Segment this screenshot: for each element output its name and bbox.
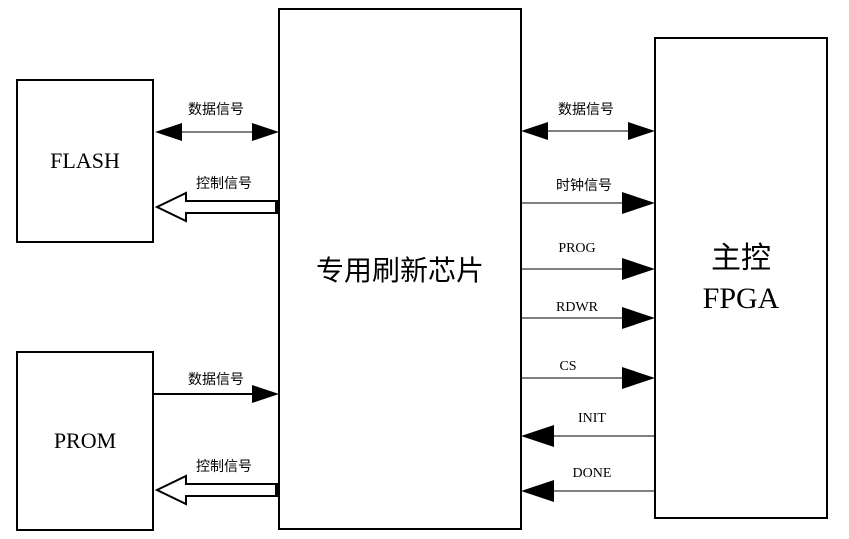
rdwr-signal-label: RDWR — [556, 300, 599, 315]
fpga-data-label: 数据信号 — [558, 102, 614, 118]
flash-data-label: 数据信号 — [188, 102, 244, 118]
prom-label: PROM — [54, 428, 116, 453]
main-fpga-block: 主控 FPGA — [654, 37, 828, 519]
rdwr-signal-arrow: RDWR — [521, 300, 655, 329]
fpga-data-arrow: 数据信号 — [521, 102, 655, 140]
prom-control-arrow: 控制信号 — [154, 459, 279, 506]
done-signal-arrow: DONE — [521, 466, 655, 502]
prom-control-label: 控制信号 — [196, 459, 252, 475]
clock-signal-label: 时钟信号 — [556, 177, 612, 194]
prom-block: PROM — [16, 351, 154, 531]
cs-signal-arrow: CS — [521, 359, 655, 389]
flash-label: FLASH — [50, 148, 120, 173]
clock-signal-arrow: 时钟信号 — [521, 177, 655, 214]
flash-data-arrow: 数据信号 — [155, 102, 279, 141]
main-fpga-label-line2: FPGA — [703, 282, 780, 315]
refresh-chip-label: 专用刷新芯片 — [316, 254, 484, 287]
cs-signal-label: CS — [559, 359, 576, 374]
prom-data-label: 数据信号 — [188, 372, 244, 388]
main-fpga-label-line1: 主控 — [711, 241, 771, 276]
flash-block: FLASH — [16, 79, 154, 243]
flash-control-arrow: 控制信号 — [154, 176, 279, 223]
init-signal-arrow: INIT — [521, 411, 655, 447]
init-signal-label: INIT — [578, 411, 606, 426]
prog-signal-arrow: PROG — [521, 241, 655, 280]
flash-control-label: 控制信号 — [196, 176, 252, 192]
prom-data-arrow: 数据信号 — [153, 372, 279, 403]
refresh-chip-block: 专用刷新芯片 — [278, 8, 522, 530]
prog-signal-label: PROG — [558, 241, 595, 256]
done-signal-label: DONE — [573, 466, 612, 481]
